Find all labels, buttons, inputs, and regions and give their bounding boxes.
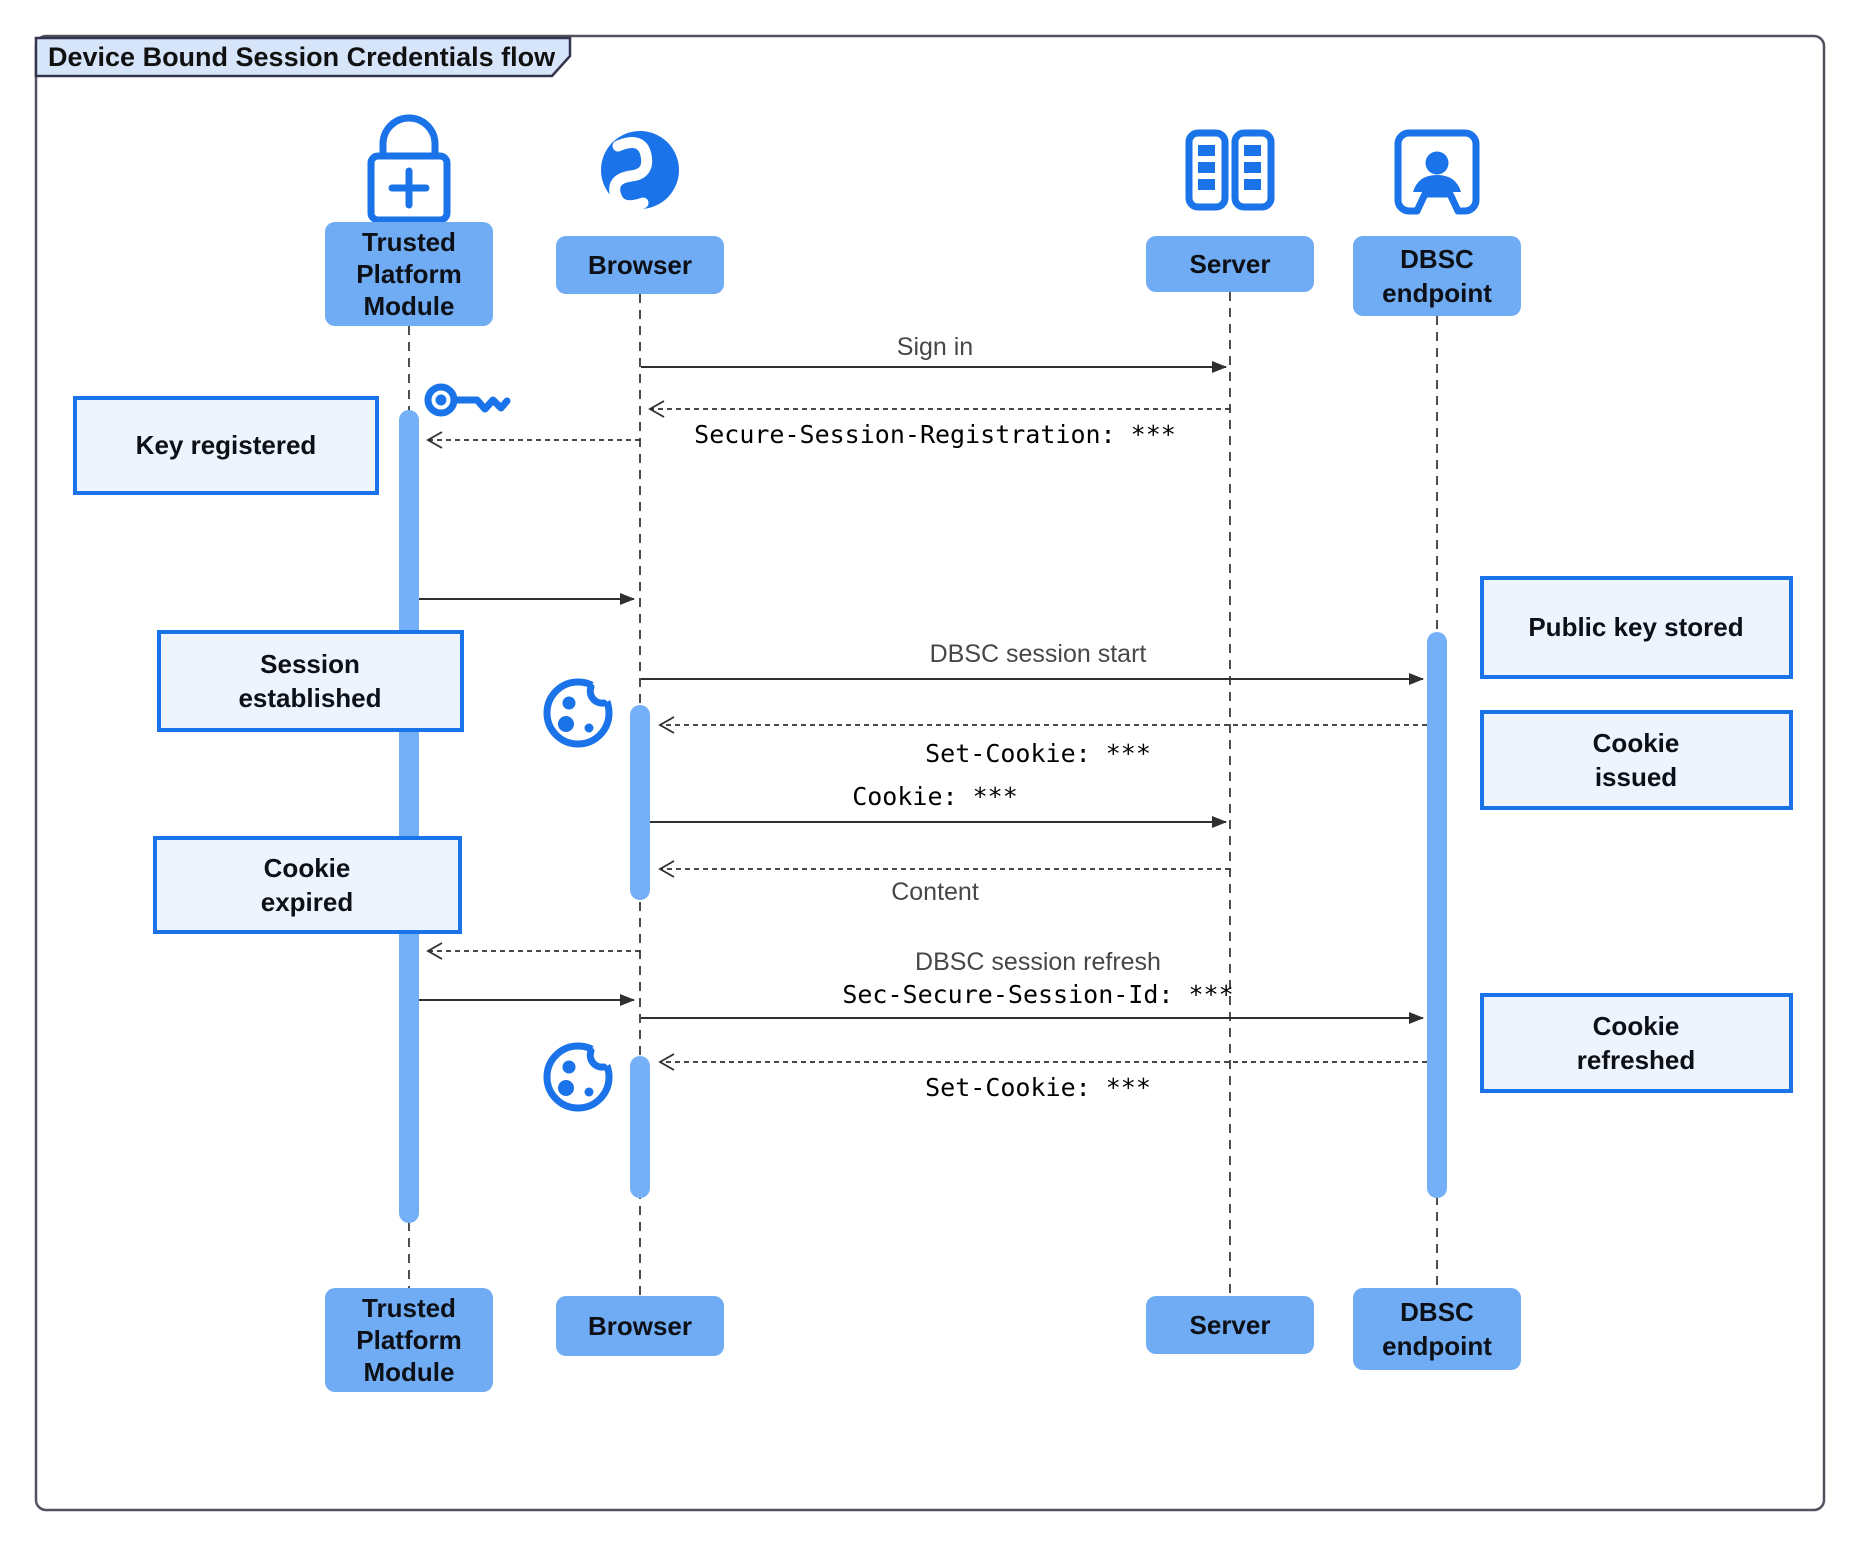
note-cookie-expired-line1: Cookie	[264, 853, 351, 883]
page-title: Device Bound Session Credentials flow	[48, 42, 556, 72]
actor-dbsc-bottom-line1: DBSC	[1400, 1297, 1474, 1327]
actor-dbsc-line2: endpoint	[1382, 278, 1492, 308]
note-cookie-refreshed-line2: refreshed	[1577, 1045, 1696, 1075]
actor-dbsc-bottom: DBSC endpoint	[1353, 1288, 1521, 1370]
diagram-title-tab: Device Bound Session Credentials flow	[34, 36, 572, 78]
cookie-icon-issued	[543, 678, 614, 748]
actor-tpm-line1: Trusted	[362, 227, 456, 257]
actor-server-top: Server	[1146, 236, 1314, 292]
actor-dbsc-bottom-box	[1353, 1288, 1521, 1370]
note-cookie-refreshed: Cookie refreshed	[1480, 993, 1793, 1093]
actor-browser-bottom-box	[556, 1296, 724, 1356]
actor-tpm-top: Trusted Platform Module	[325, 222, 493, 326]
message-dbsc-refresh-label: DBSC session refresh	[915, 948, 1161, 976]
actor-browser-top: Browser	[556, 236, 724, 294]
actor-tpm-bottom-line2: Platform	[356, 1325, 461, 1355]
note-key-registered-box	[73, 396, 379, 495]
actor-tpm-bottom: Trusted Platform Module	[325, 1288, 493, 1392]
actor-server-bottom-label: Server	[1190, 1310, 1271, 1340]
server-icon	[1185, 129, 1275, 211]
actor-tpm-line3: Module	[364, 291, 455, 321]
tpm-lock-icon	[367, 114, 451, 224]
message-content-label: Content	[891, 878, 979, 906]
actor-dbsc-line1: DBSC	[1400, 244, 1474, 274]
actor-tpm-bottom-line1: Trusted	[362, 1293, 456, 1323]
note-session-established-box	[157, 630, 464, 732]
message-sec-session-id-label: Sec-Secure-Session-Id: ***	[842, 980, 1233, 1009]
note-public-key-stored: Public key stored	[1480, 576, 1793, 679]
note-key-registered: Key registered	[73, 396, 379, 495]
note-public-key-stored-box	[1480, 576, 1793, 679]
note-cookie-issued-line2: issued	[1595, 762, 1677, 792]
cookie-icon-refreshed	[543, 1042, 614, 1112]
browser-globe-icon	[601, 131, 679, 212]
note-cookie-refreshed-box	[1480, 993, 1793, 1093]
key-icon	[424, 383, 511, 417]
message-set-cookie-1: Set-Cookie: ***	[658, 716, 1427, 768]
message-cookie: Cookie: ***	[650, 782, 1227, 828]
message-dbsc-session-start: DBSC session start	[641, 640, 1424, 685]
actor-browser-label: Browser	[588, 250, 692, 280]
actor-tpm-top-box	[325, 222, 493, 326]
note-session-established-line1: Session	[260, 649, 360, 679]
message-dbsc-session-refresh: DBSC session refresh Sec-Secure-Session-…	[641, 948, 1424, 1024]
actor-server-top-box	[1146, 236, 1314, 292]
note-cookie-issued: Cookie issued	[1480, 710, 1793, 810]
actor-dbsc-top-box	[1353, 236, 1521, 316]
note-cookie-expired-line2: expired	[261, 887, 354, 917]
note-cookie-expired: Cookie expired	[153, 836, 462, 934]
note-cookie-issued-line1: Cookie	[1593, 728, 1680, 758]
actor-server-label: Server	[1190, 249, 1271, 279]
activation-tpm	[399, 410, 419, 1223]
activation-browser-2	[630, 1056, 650, 1198]
message-set-cookie-1-label: Set-Cookie: ***	[925, 739, 1151, 768]
message-dbsc-start-label: DBSC session start	[930, 640, 1147, 668]
actor-tpm-line2: Platform	[356, 259, 461, 289]
actor-browser-bottom: Browser	[556, 1296, 724, 1356]
message-cookie-label: Cookie: ***	[852, 782, 1018, 811]
actor-browser-bottom-label: Browser	[588, 1311, 692, 1341]
note-public-key-stored-label: Public key stored	[1528, 612, 1743, 642]
note-session-established: Session established	[157, 630, 464, 732]
note-session-established-line2: established	[238, 683, 381, 713]
actor-dbsc-top: DBSC endpoint	[1353, 236, 1521, 316]
message-set-cookie-2-label: Set-Cookie: ***	[925, 1073, 1151, 1102]
actor-tpm-bottom-line3: Module	[364, 1357, 455, 1387]
actor-browser-top-box	[556, 236, 724, 294]
dbsc-badge-icon	[1394, 129, 1480, 215]
message-sign-in: Sign in	[641, 333, 1227, 373]
actor-server-bottom: Server	[1146, 1296, 1314, 1354]
title-tab-shape	[34, 36, 572, 78]
note-cookie-issued-box	[1480, 710, 1793, 810]
note-cookie-expired-box	[153, 836, 462, 934]
note-key-registered-label: Key registered	[136, 430, 317, 460]
message-content: Content	[658, 860, 1230, 906]
actor-server-bottom-box	[1146, 1296, 1314, 1354]
message-secure-session-registration: Secure-Session-Registration: ***	[648, 400, 1230, 449]
activation-dbsc	[1427, 632, 1447, 1198]
message-set-cookie-2: Set-Cookie: ***	[658, 1053, 1427, 1102]
activation-browser-1	[630, 705, 650, 900]
actor-dbsc-bottom-line2: endpoint	[1382, 1331, 1492, 1361]
message-ssr-label: Secure-Session-Registration: ***	[694, 420, 1176, 449]
note-cookie-refreshed-line1: Cookie	[1593, 1011, 1680, 1041]
message-sign-in-label: Sign in	[897, 333, 973, 361]
actor-tpm-bottom-box	[325, 1288, 493, 1392]
